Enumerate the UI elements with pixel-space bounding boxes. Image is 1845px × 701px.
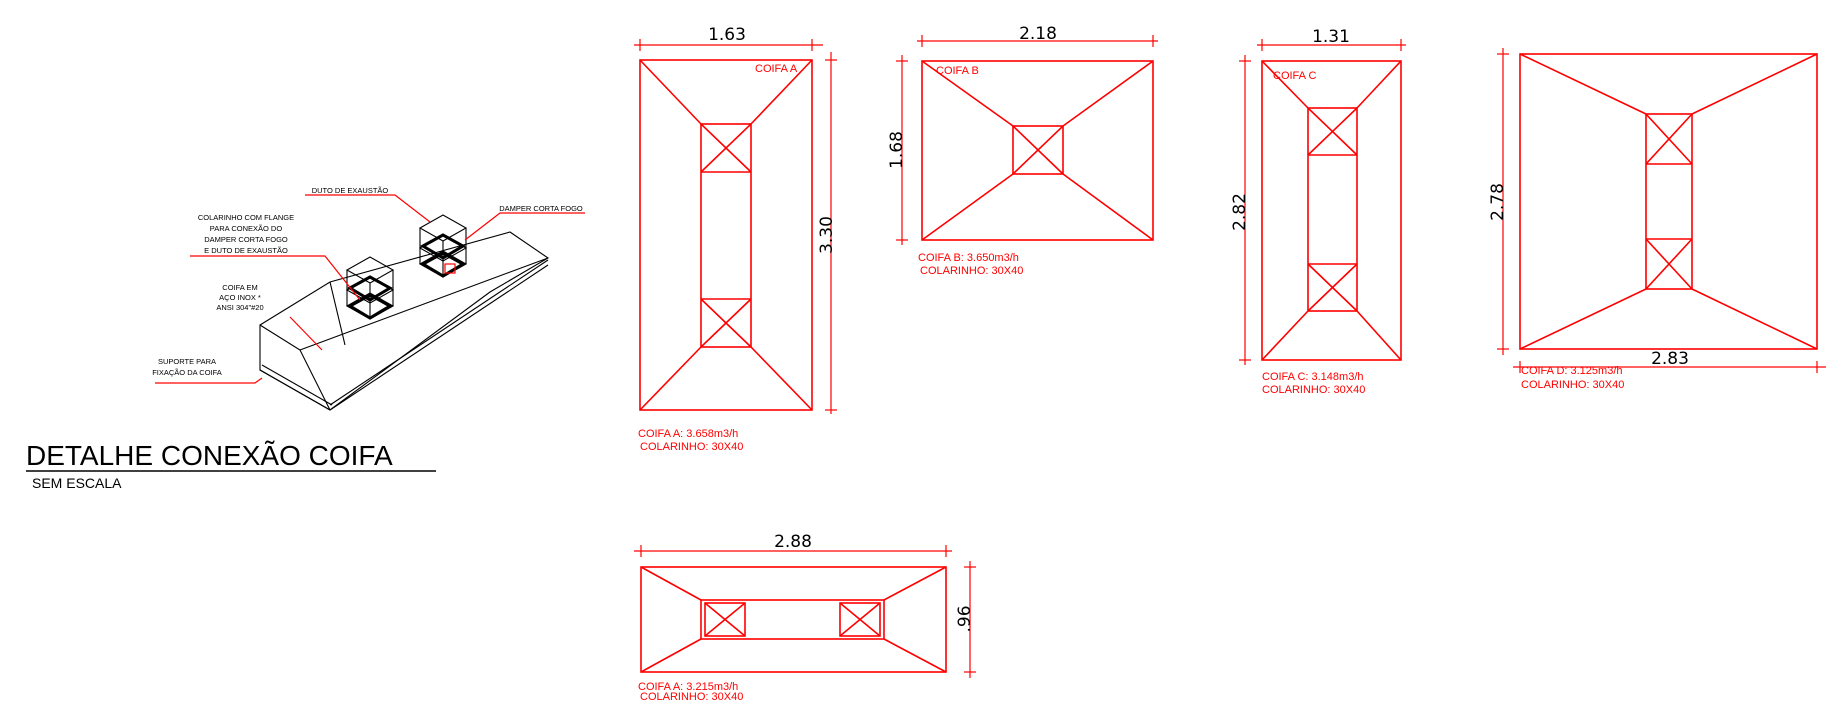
hood-a-flow: COIFA A: 3.658m3/h bbox=[638, 428, 738, 440]
hood-e-flow: COIFA A: 3.215m3/h bbox=[638, 681, 738, 693]
hood-base-edge-2 bbox=[261, 364, 333, 406]
label-fire-damper: DAMPER CORTA FOGO bbox=[499, 204, 583, 213]
svg-text:DAMPER CORTA FOGO: DAMPER CORTA FOGO bbox=[204, 235, 288, 244]
hood-body-outline bbox=[259, 231, 550, 411]
svg-text:ANSI 304"#20: ANSI 304"#20 bbox=[216, 303, 263, 312]
svg-text:E DUTO DE EXAUSTÃO: E DUTO DE EXAUSTÃO bbox=[204, 246, 288, 255]
collar-right bbox=[418, 214, 468, 278]
detail-title: DETALHE CONEXÃO COIFA bbox=[26, 440, 393, 471]
collar-left bbox=[345, 256, 395, 320]
label-support: SUPORTE PARA FIXAÇÃO DA COIFA bbox=[152, 357, 222, 377]
hood-c-name: COIFA C bbox=[1273, 70, 1316, 82]
hood-bottom-edge-2 bbox=[329, 259, 549, 406]
svg-text:SUPORTE PARA: SUPORTE PARA bbox=[158, 357, 216, 366]
hood-e-plan: 2.88 .96 COIFA A: 3.215m3/h COLARINHO: 3… bbox=[634, 532, 976, 701]
hood-a-length-dim: 3.30 bbox=[817, 216, 837, 254]
svg-text:COIFA EM: COIFA EM bbox=[222, 283, 257, 292]
hood-e-width-dim: 2.88 bbox=[774, 532, 812, 552]
hood-d-length-dim: 2.78 bbox=[1488, 183, 1508, 221]
hood-a-width-dim: 1.63 bbox=[708, 25, 746, 45]
svg-text:AÇO INOX *: AÇO INOX * bbox=[219, 293, 261, 302]
hood-top-front-edge bbox=[299, 257, 549, 351]
hood-base-edge bbox=[259, 369, 331, 411]
hood-a-name: COIFA A bbox=[755, 63, 798, 75]
hood-c-flow: COIFA C: 3.148m3/h bbox=[1262, 371, 1364, 383]
hood-d-collar: COLARINHO: 30X40 bbox=[1521, 379, 1624, 391]
hood-c-width-dim: 1.31 bbox=[1312, 27, 1350, 47]
hood-c-length-dim: 2.82 bbox=[1230, 193, 1250, 231]
hood-b-collar: COLARINHO: 30X40 bbox=[920, 265, 1023, 277]
hood-a-plan: 1.63 3.30 COIFA A COIFA A: 3.658m3/h COL… bbox=[634, 25, 837, 453]
hood-c-collar: COLARINHO: 30X40 bbox=[1262, 384, 1365, 396]
hood-e-collar: COLARINHO: 30X40 bbox=[640, 691, 743, 701]
hood-d-plan: 2.83 2.78 COIFA D: 3.125m3/h COLARINHO: … bbox=[1488, 48, 1826, 391]
hood-e-length-dim: .96 bbox=[955, 605, 975, 632]
hood-d-width-dim: 2.83 bbox=[1651, 349, 1689, 369]
svg-text:FIXAÇÃO DA COIFA: FIXAÇÃO DA COIFA bbox=[152, 368, 222, 377]
hood-b-name: COIFA B bbox=[936, 65, 979, 77]
svg-text:PARA CONEXÃO DO: PARA CONEXÃO DO bbox=[210, 224, 283, 233]
hood-bottom-edge bbox=[329, 264, 549, 411]
hood-b-length-dim: 1.68 bbox=[887, 131, 907, 169]
detail-subtitle: SEM ESCALA bbox=[32, 475, 122, 491]
label-exhaust-duct: DUTO DE EXAUSTÃO bbox=[312, 186, 389, 195]
hood-a-collar: COLARINHO: 30X40 bbox=[640, 441, 743, 453]
isometric-hood-detail: DUTO DE EXAUSTÃO DAMPER CORTA FOGO COLAR… bbox=[152, 186, 585, 411]
hood-slope-edge bbox=[329, 281, 346, 346]
hood-b-flow: COIFA B: 3.650m3/h bbox=[918, 252, 1019, 264]
label-hood-material: COIFA EM AÇO INOX * ANSI 304"#20 bbox=[216, 283, 263, 312]
hood-c-plan: 1.31 2.82 COIFA C COIFA C: 3.148m3/h COL… bbox=[1230, 27, 1406, 396]
label-collar: COLARINHO COM FLANGE PARA CONEXÃO DO DAM… bbox=[198, 213, 294, 255]
svg-text:COLARINHO COM FLANGE: COLARINHO COM FLANGE bbox=[198, 213, 294, 222]
hood-d-flow: COIFA D: 3.125m3/h bbox=[1521, 365, 1623, 377]
leader-lines bbox=[155, 194, 585, 384]
hood-b-width-dim: 2.18 bbox=[1019, 24, 1057, 44]
hood-b-plan: 2.18 1.68 COIFA B COIFA B: 3.650m3/h COL… bbox=[887, 24, 1158, 277]
